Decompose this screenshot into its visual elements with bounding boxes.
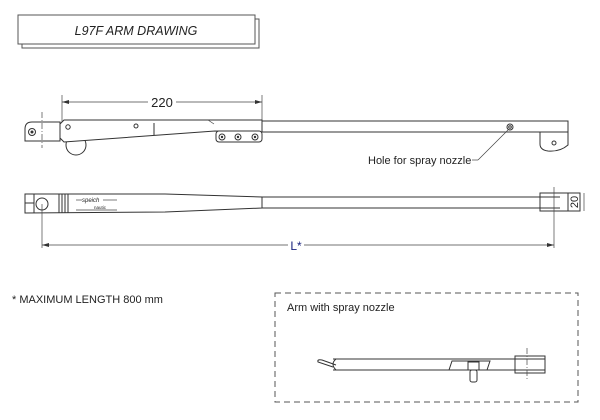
inset-label: Arm with spray nozzle: [287, 302, 395, 314]
dimension-length-label: L*: [290, 239, 302, 253]
svg-text:speich: speich: [82, 198, 100, 204]
drawing-title: L97F ARM DRAWING: [75, 24, 198, 38]
spray-nozzle-inset: Arm with spray nozzle: [274, 292, 579, 403]
footnote: * MAXIMUM LENGTH 800 mm: [12, 294, 163, 306]
arm-top-view: 220 Hole for spray nozzle: [24, 95, 569, 167]
spray-hole-callout: Hole for spray nozzle: [368, 155, 471, 167]
title-box: L97F ARM DRAWING: [17, 14, 260, 49]
dimension-220-label: 220: [151, 95, 173, 110]
svg-text:nautic: nautic: [94, 205, 107, 210]
arm-side-view: speich nautic 20 L*: [24, 187, 585, 253]
dimension-20-label: 20: [569, 196, 581, 208]
speich-logo: speich nautic: [76, 198, 117, 211]
